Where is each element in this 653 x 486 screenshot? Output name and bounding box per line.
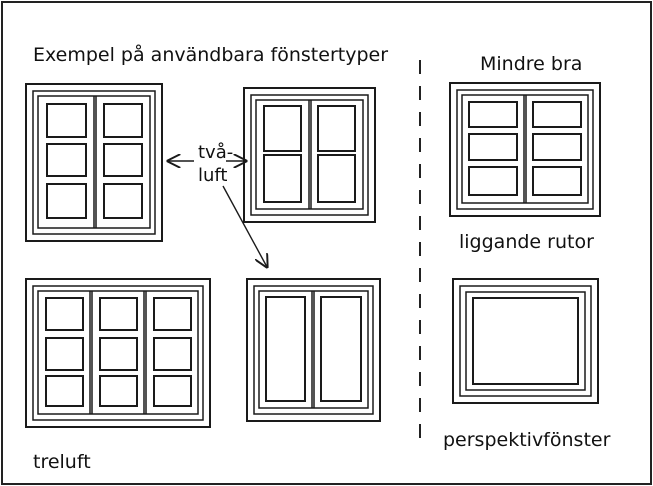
window-tvaluft-four-pane [243, 87, 376, 223]
label-treluft: treluft [33, 451, 91, 473]
tvaluft-arrows [168, 161, 267, 267]
label-perspektivfonster: perspektivfönster [443, 429, 611, 451]
window-treluft [25, 278, 211, 428]
window-tvaluft-six-pane [25, 83, 163, 242]
heading-right: Mindre bra [480, 53, 582, 75]
label-tvaluft-line2: luft [198, 165, 228, 186]
heading-left: Exempel på användbara fönstertyper [33, 43, 388, 66]
label-liggande-rutor: liggande rutor [459, 231, 594, 253]
window-tvaluft-tall-pane [246, 278, 381, 422]
arrow-down [222, 185, 267, 267]
window-perspektivfonster [452, 278, 599, 404]
window-liggande-rutor [449, 82, 601, 217]
label-tvaluft-line1: två- [198, 142, 233, 163]
